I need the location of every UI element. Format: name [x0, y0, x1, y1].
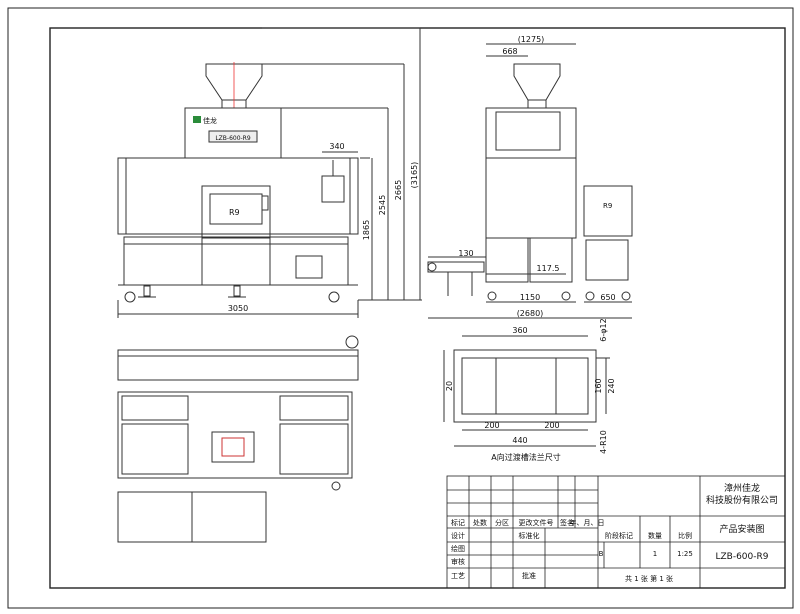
- title-header-3: 更改文件号: [519, 518, 554, 527]
- title-role-3: 工艺: [451, 572, 465, 580]
- outer-border: [7, 7, 794, 609]
- title-block: [446, 475, 786, 589]
- front-view: [117, 27, 422, 318]
- title-header-0: 标记: [451, 518, 465, 527]
- top-conveyor: [117, 349, 359, 381]
- front-panel-badge: R9: [229, 208, 240, 217]
- side-main-column: [485, 107, 577, 239]
- side-dim-conveyor-height: 117.5: [537, 264, 560, 273]
- title-role-0: 设计: [451, 531, 465, 540]
- front-main-frame: [117, 157, 359, 235]
- front-dim-h4: (3165): [410, 162, 419, 189]
- title-company-line1: 漳州佳龙: [724, 482, 760, 494]
- flange-dim-seg-right: 200: [544, 421, 559, 430]
- top-main-frame: [117, 391, 353, 479]
- side-hopper: [513, 63, 561, 101]
- title-drawing-name: 产品安装图: [719, 523, 764, 535]
- flange-dim-inner-height: 160: [594, 378, 603, 393]
- side-panel-badge: R9: [603, 202, 612, 210]
- title-role-1: 绘图: [451, 544, 465, 553]
- side-dim-base-main: 1150: [520, 293, 540, 302]
- flange-caption: A向过渡槽法兰尺寸: [491, 452, 560, 462]
- front-brand-label: 佳龙: [203, 116, 217, 125]
- front-dim-h1: 1865: [362, 220, 371, 240]
- side-view: [427, 43, 633, 319]
- front-dim-h2: 2545: [378, 195, 387, 215]
- top-view: [117, 335, 359, 543]
- foundation-view: [443, 335, 610, 447]
- title-drawing-number: LZB-600-R9: [715, 552, 768, 562]
- title-role-2: 审核: [451, 557, 465, 566]
- front-dim-offset: 340: [329, 142, 344, 151]
- inner-border: [49, 27, 786, 589]
- title-weight-label: 数量: [648, 531, 662, 540]
- flange-dim-holes: 6-φ12: [599, 318, 608, 341]
- side-dim-hopper: 668: [502, 47, 517, 56]
- flange-outer: [453, 349, 597, 423]
- front-dim-h3: 2665: [394, 180, 403, 200]
- title-role-col-0: 标准化: [519, 531, 540, 540]
- side-aux-cabinet: [583, 185, 633, 237]
- front-center-panel: [201, 185, 271, 239]
- flange-dim-top: 360: [512, 326, 527, 335]
- side-dim-conveyor: 130: [458, 249, 473, 258]
- flange-inner: [461, 357, 589, 415]
- title-header-2: 分区: [495, 518, 509, 527]
- title-sheet-info: 共 1 张 第 1 张: [625, 574, 673, 583]
- title-company-line2: 科技股份有限公司: [706, 494, 778, 506]
- side-dim-base-aux: 650: [600, 293, 615, 302]
- title-scale-value: 1:25: [677, 550, 693, 558]
- flange-dim-outer-height: 240: [607, 378, 616, 393]
- side-base-right: [529, 237, 573, 283]
- title-stage-label: 阶段标记: [605, 531, 633, 540]
- title-header-1: 处数: [473, 518, 487, 527]
- top-hopper-outlet: [211, 431, 255, 463]
- title-quantity-value: 1: [653, 550, 657, 558]
- side-dim-width: (1275): [518, 35, 545, 44]
- flange-dim-radius: 4-R10: [599, 430, 608, 454]
- flange-dim-left: 20: [445, 381, 454, 391]
- title-stage-value: B: [599, 550, 604, 558]
- front-model-plate: LZB-600-R9: [215, 135, 251, 142]
- title-header-5: 年、月、日: [570, 518, 605, 527]
- front-dim-width: 3050: [228, 304, 248, 313]
- front-side-box: [321, 175, 345, 203]
- side-dim-total: (2680): [517, 309, 544, 318]
- flange-dim-seg-left: 200: [484, 421, 499, 430]
- title-header-4: 签名: [560, 518, 574, 527]
- title-scale-label: 比例: [678, 531, 692, 540]
- side-base-left: [485, 237, 529, 283]
- flange-dim-bottom: 440: [512, 436, 527, 445]
- title-role-col-1: 批准: [522, 571, 536, 580]
